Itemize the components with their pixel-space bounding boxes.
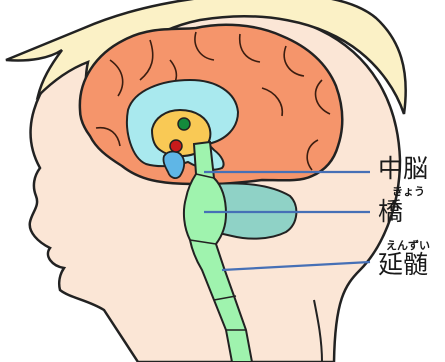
red-dot — [170, 140, 182, 152]
label-pons: 橋 — [378, 199, 403, 225]
label-midbrain: 中脳 — [378, 156, 428, 182]
label-medulla: 延髄 — [378, 252, 428, 278]
green-dot — [178, 118, 190, 130]
